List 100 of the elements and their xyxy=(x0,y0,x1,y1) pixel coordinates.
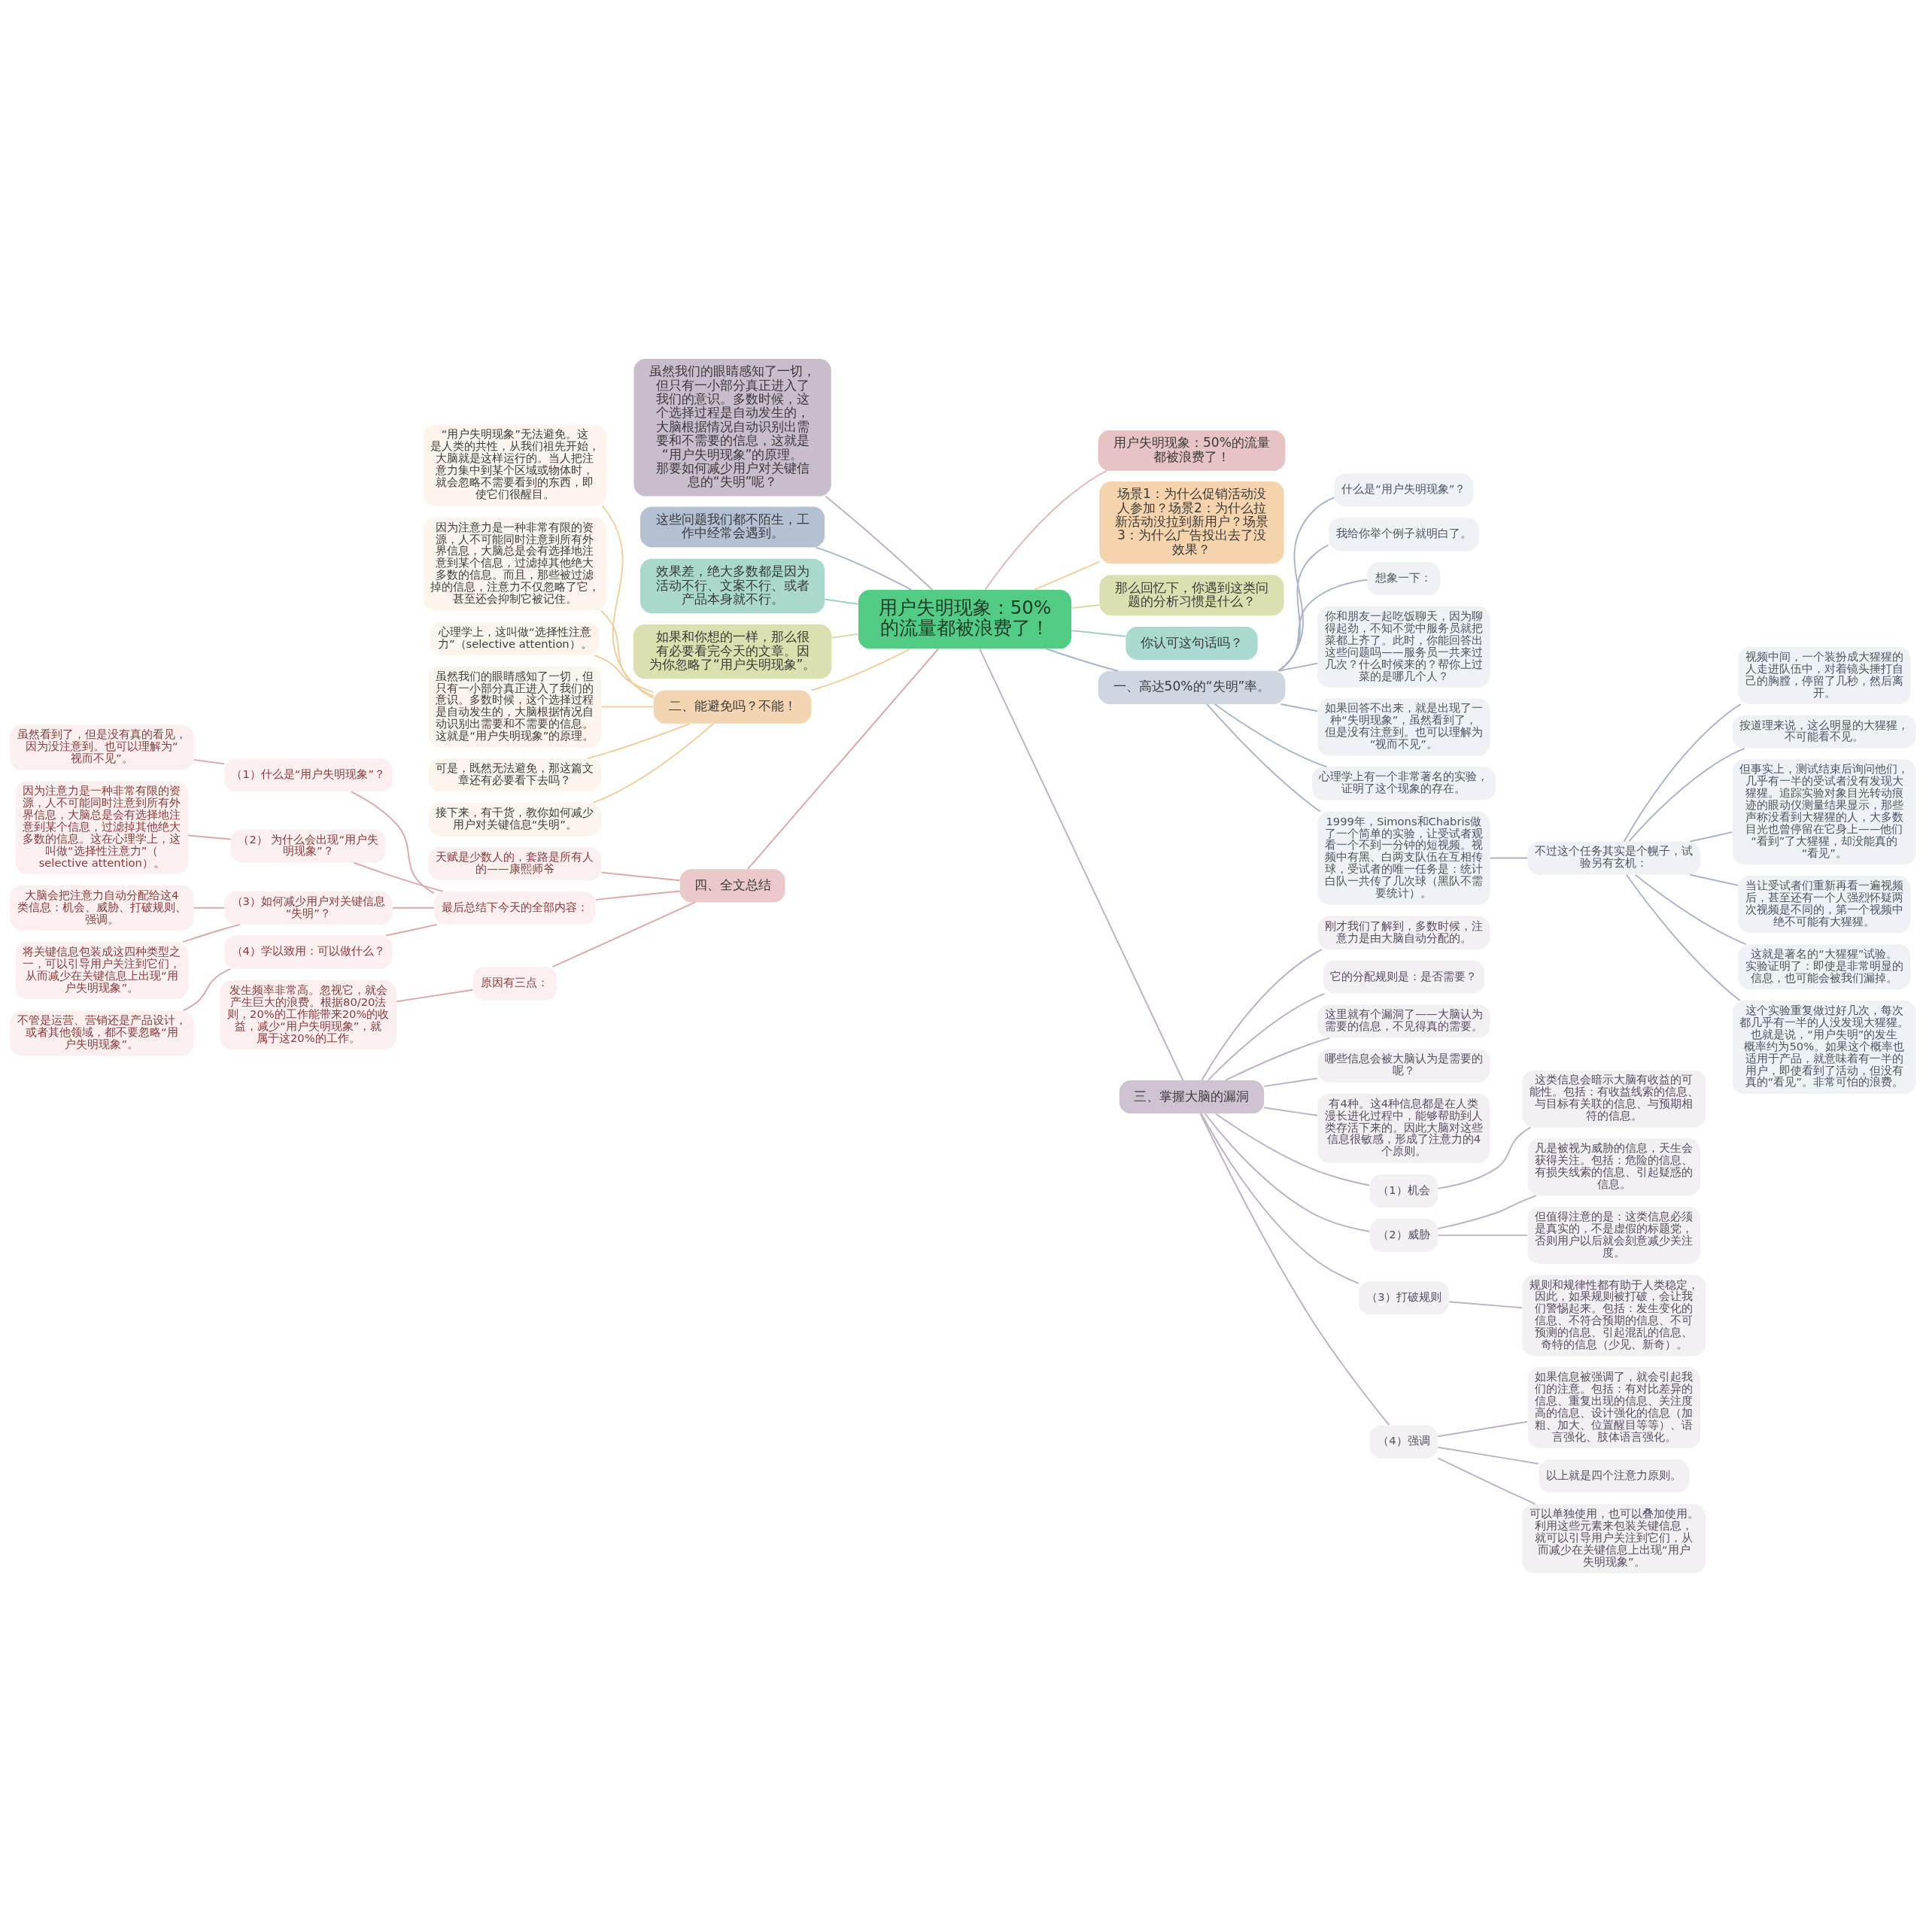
node-box: 按道理来说，这么明显的大猩猩，不可能看不见。 xyxy=(1732,715,1916,749)
node-box: 效果差，绝大多数都是因为活动不行、文案不行、或者产品本身就不行。 xyxy=(640,558,825,614)
connector xyxy=(600,871,681,882)
connector xyxy=(193,907,225,909)
connector xyxy=(592,723,714,804)
connector xyxy=(1034,560,1101,591)
node-box: 二、能避免吗？不能！ xyxy=(653,690,812,724)
node-box: 这些问题我们都不陌生，工作中经常会遇到。 xyxy=(640,506,825,548)
connector xyxy=(810,648,911,691)
connector xyxy=(984,469,1107,591)
node-box: 因为注意力是一种非常有限的资源，人不可能同时注意到所有外界信息，大脑总是会有选择地注意到某个信息，过滤掉其他绝大多数的信息。而且，那些被过滤掉的信息，注意力不仅忽略了它，甚至还会抑制它被记住。 xyxy=(423,517,607,611)
connector xyxy=(1200,1113,1359,1284)
node-box: 刚才我们了解到，多数时候，注意力是由大脑自动分配的。 xyxy=(1317,916,1490,949)
connector xyxy=(586,722,691,760)
node-box: 有4种。这4种信息都是在人类漫长进化过程中，能够帮助到人类存活下来的。因此大脑对这些信息很敏感，形成了注意力的4个原则。 xyxy=(1317,1093,1490,1163)
node-box: 视频中间，一个装扮成大猩猩的人走进队伍中，对着镜头捶打自己的胸膛，停留了几秒，然后离开。 xyxy=(1738,646,1911,704)
node-box: 虽然我们的眼睛感知了一切，但只有一小部分真正进入了我们的意识。多数时候，这个选择过程是自动发生的，大脑根据情况自动识别出需要和不需要的信息，这就是“用户失明现象”的原理。那要如何减少用户对关键信息的“失明”呢？ xyxy=(633,358,831,497)
connector xyxy=(1208,992,1326,1081)
node-box: 但值得注意的是：这类信息必须是真实的，不是虚假的标题党，否则用户以后就会刻意减少关注度。 xyxy=(1527,1206,1700,1264)
connector xyxy=(1689,873,1739,886)
node-box: （1）机会 xyxy=(1369,1174,1438,1208)
connector xyxy=(1280,703,1319,712)
connector xyxy=(1489,857,1529,859)
node-box: 三、掌握大脑的漏洞 xyxy=(1119,1080,1265,1114)
node-box: 凡是被视为威胁的信息，天生会获得关注。包括：危险的信息、有损失线索的信息、引起疑惑的信息。 xyxy=(1527,1138,1700,1196)
connector xyxy=(1437,1126,1531,1189)
connector xyxy=(601,505,655,699)
connector xyxy=(979,648,1184,1081)
node-box: 想象一下： xyxy=(1367,562,1441,596)
connector xyxy=(747,648,940,870)
node-box: 当让受试者们重新再看一遍视频后，甚至还有一个人强烈怀疑两次视频是不同的，第一个视频中绝不可能有大猩猩。 xyxy=(1738,875,1911,933)
node-box: （1）什么是“用户失明现象”？ xyxy=(224,758,393,792)
node-box: 什么是“用户失明现象”？ xyxy=(1334,473,1474,507)
node-box: 原因有三点： xyxy=(472,967,557,1001)
connector xyxy=(391,907,435,909)
node-box: 一、高达50%的“失明”率。 xyxy=(1098,670,1286,704)
connector xyxy=(1437,1457,1536,1505)
node-box: 我给你举个例子就明白了。 xyxy=(1328,518,1479,551)
connector xyxy=(551,901,696,968)
node-box: 将关键信息包装成这四种类型之一，可以引导用户关注到它们，从而减少在关键信息上出现“用户失明现象”。 xyxy=(15,942,188,1000)
connector xyxy=(824,598,859,605)
node-box: 虽然我们的眼睛感知了一切，但只有一小部分真正进入了我们的意识。多数时候，这个选择过程是自动发生的，大脑根据情况自动识别出需要和不需要的信息。这就是“用户失明现象”的原理。 xyxy=(428,666,601,748)
connector xyxy=(1437,1420,1529,1438)
connector xyxy=(1214,1113,1370,1186)
connector xyxy=(831,633,859,639)
connector xyxy=(1263,1107,1319,1116)
node-box: 这个实验重复做过好几次，每次都几乎有一半的人没发现大猩猩。也就是说，“用户失明”的发生概率约为50%。如果这个概率也适用于产品，就意味着有一半的用户，即使看到了活动，但没有真的“看见”。非常可怕的浪费。 xyxy=(1732,1000,1916,1094)
node-box: 不管是运营、营销还是产品设计，或者其他领域，都不要忽略“用户失明现象”。 xyxy=(10,1010,194,1056)
node-box: 用户失明现象：50%的流量都被浪费了！ xyxy=(858,589,1071,649)
connector xyxy=(1634,873,1747,946)
node-box: 这就是著名的“大猩猩”试验。实验证明了：即使是非常明显的信息，也可能会被我们漏掉。 xyxy=(1738,944,1911,990)
connector xyxy=(1199,1113,1390,1426)
connector xyxy=(1206,703,1321,813)
node-box: 接下来，有干货，教你如何减少用户对关键信息“失明”。 xyxy=(428,803,601,837)
node-box: 它的分配规则是：是否需要？ xyxy=(1323,960,1485,994)
node-box: 天赋是少数人的，套路是所有人的——康熙师爷 xyxy=(428,846,601,880)
node-box: 心理学上有一个非常著名的实验，证明了这个现象的存在。 xyxy=(1311,767,1496,800)
connector xyxy=(815,546,913,591)
connector xyxy=(187,834,232,840)
connector xyxy=(600,706,655,708)
node-box: 你和朋友一起吃饭聊天，因为聊得起劲，不知不觉中服务员就把菜都上齐了。此时，你能回答出这些问题吗——服务员一共来过几次？什么时候来的？帮你上过菜的是哪几个人？ xyxy=(1317,606,1490,688)
node-box: “用户失明现象”无法避免。这是人类的共性，从我们祖先开始，大脑就是这样运行的。当人把注意力集中到某个区域或物体时，就会忽略不需要看到的东西，即使它们很醒目。 xyxy=(423,424,607,506)
connector xyxy=(1214,703,1328,768)
connector xyxy=(1278,497,1335,672)
connector xyxy=(181,923,241,943)
node-box: （4）强调 xyxy=(1369,1425,1438,1459)
connector xyxy=(1689,831,1733,843)
connector xyxy=(350,791,435,895)
connector xyxy=(1071,604,1101,609)
connector xyxy=(1277,544,1329,672)
node-box: 不过这个任务其实是个幌子，试验另有玄机： xyxy=(1527,841,1700,875)
node-box: （3）如何减少用户对关键信息“失明”？ xyxy=(224,891,393,925)
connector xyxy=(1046,648,1119,672)
node-box: 哪些信息会被大脑认为是需要的呢？ xyxy=(1317,1049,1490,1083)
node-box: 这类信息会暗示大脑有收益的可能性。包括：有收益线索的信息、与目标有关联的信息、与预期相符的信息。 xyxy=(1522,1070,1706,1128)
connector xyxy=(353,861,444,892)
connector xyxy=(385,923,438,937)
connector xyxy=(594,890,681,901)
connector xyxy=(1263,1077,1319,1087)
connector xyxy=(1437,1195,1537,1230)
node-box: （4）学以致用：可以做什么？ xyxy=(224,935,393,969)
node-box: （2） 为什么会出现“用户失明现象”？ xyxy=(230,829,386,863)
connector xyxy=(1437,1234,1529,1236)
node-box: 用户失明现象：50%的流量都被浪费了！ xyxy=(1098,430,1286,471)
connector xyxy=(182,968,232,1012)
node-box: 规则和规律性都有助于人类稳定，因此，如果规则被打破，会让我们警惕起来。包括：发生变化的信息、不符合预期的信息、不可预测的信息、引起混乱的信息、奇特的信息（少见、新奇）。 xyxy=(1522,1274,1706,1356)
node-box: （3）打破规则 xyxy=(1358,1281,1449,1315)
connector xyxy=(1071,630,1126,637)
connector xyxy=(1277,662,1319,672)
connector xyxy=(1628,747,1745,843)
connector xyxy=(1201,949,1323,1081)
node-box: 如果和你想的一样，那么很有必要看完今天的文章。因为你忽略了“用户失明现象”。 xyxy=(633,624,832,679)
node-box: 可是，既然无法避免，那这篇文章还有必要看下去吗？ xyxy=(428,758,601,792)
connector xyxy=(1448,1301,1523,1309)
node-box: 因为注意力是一种非常有限的资源，人不可能同时注意到所有外界信息，大脑总是会有选择地注意到某个信息，过滤掉其他绝大多数的信息。这在心理学上，这叫做“选择性注意力”（selective attention）。 xyxy=(15,781,188,875)
connector xyxy=(1623,703,1742,843)
connector xyxy=(594,655,655,694)
node-box: （2）威胁 xyxy=(1369,1218,1438,1252)
connector xyxy=(1224,1037,1331,1081)
node-box: 你认可这句话吗？ xyxy=(1126,626,1258,661)
